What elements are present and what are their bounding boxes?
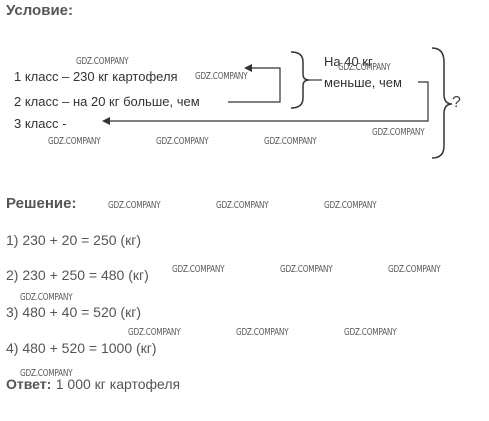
brace-small xyxy=(290,51,310,109)
condition-line-1: 1 класс – 230 кг картофеля xyxy=(14,69,178,84)
watermark: GDZ.COMPANY xyxy=(338,62,391,73)
watermark: GDZ.COMPANY xyxy=(156,136,209,147)
watermark: GDZ.COMPANY xyxy=(264,136,317,147)
watermark: GDZ.COMPANY xyxy=(195,71,248,82)
watermark: GDZ.COMPANY xyxy=(372,127,425,138)
watermark: GDZ.COMPANY xyxy=(48,136,101,147)
answer-text: 1 000 кг картофеля xyxy=(55,376,181,392)
watermark: GDZ.COMPANY xyxy=(108,200,161,211)
answer-line: Ответ: 1 000 кг картофеля xyxy=(6,376,180,394)
watermark: GDZ.COMPANY xyxy=(128,327,181,338)
condition-line-2: 2 класс – на 20 кг больше, чем xyxy=(14,94,200,109)
watermark: GDZ.COMPANY xyxy=(216,200,269,211)
condition-heading: Условие: xyxy=(6,2,74,19)
watermark: GDZ.COMPANY xyxy=(76,56,129,67)
solution-step-4: 4) 480 + 520 = 1000 (кг) xyxy=(6,340,157,356)
watermark: GDZ.COMPANY xyxy=(344,327,397,338)
arrow-head-to-3 xyxy=(102,117,110,125)
arrow-head-to-1 xyxy=(244,64,252,72)
watermark: GDZ.COMPANY xyxy=(324,200,377,211)
watermark: GDZ.COMPANY xyxy=(172,264,225,275)
answer-label: Ответ: xyxy=(6,376,52,392)
question-mark: ? xyxy=(452,94,461,111)
watermark: GDZ.COMPANY xyxy=(236,327,289,338)
condition-note-2: меньше, чем xyxy=(324,75,402,90)
watermark: GDZ.COMPANY xyxy=(20,368,73,379)
watermark: GDZ.COMPANY xyxy=(280,264,333,275)
arrow-line-note-to-3 xyxy=(108,81,429,122)
solution-step-3: 3) 480 + 40 = 520 (кг) xyxy=(6,304,141,320)
watermark: GDZ.COMPANY xyxy=(20,292,73,303)
condition-line-3: 3 класс - xyxy=(14,116,67,131)
condition-note-1: На 40 кг xyxy=(324,54,373,69)
watermark: GDZ.COMPANY xyxy=(388,264,441,275)
brace-large xyxy=(431,47,453,159)
solution-heading: Решение: xyxy=(6,195,77,212)
arrow-line-2-to-1 xyxy=(228,67,281,103)
solution-step-2: 2) 230 + 250 = 480 (кг) xyxy=(6,267,149,283)
solution-step-1: 1) 230 + 20 = 250 (кг) xyxy=(6,232,141,248)
